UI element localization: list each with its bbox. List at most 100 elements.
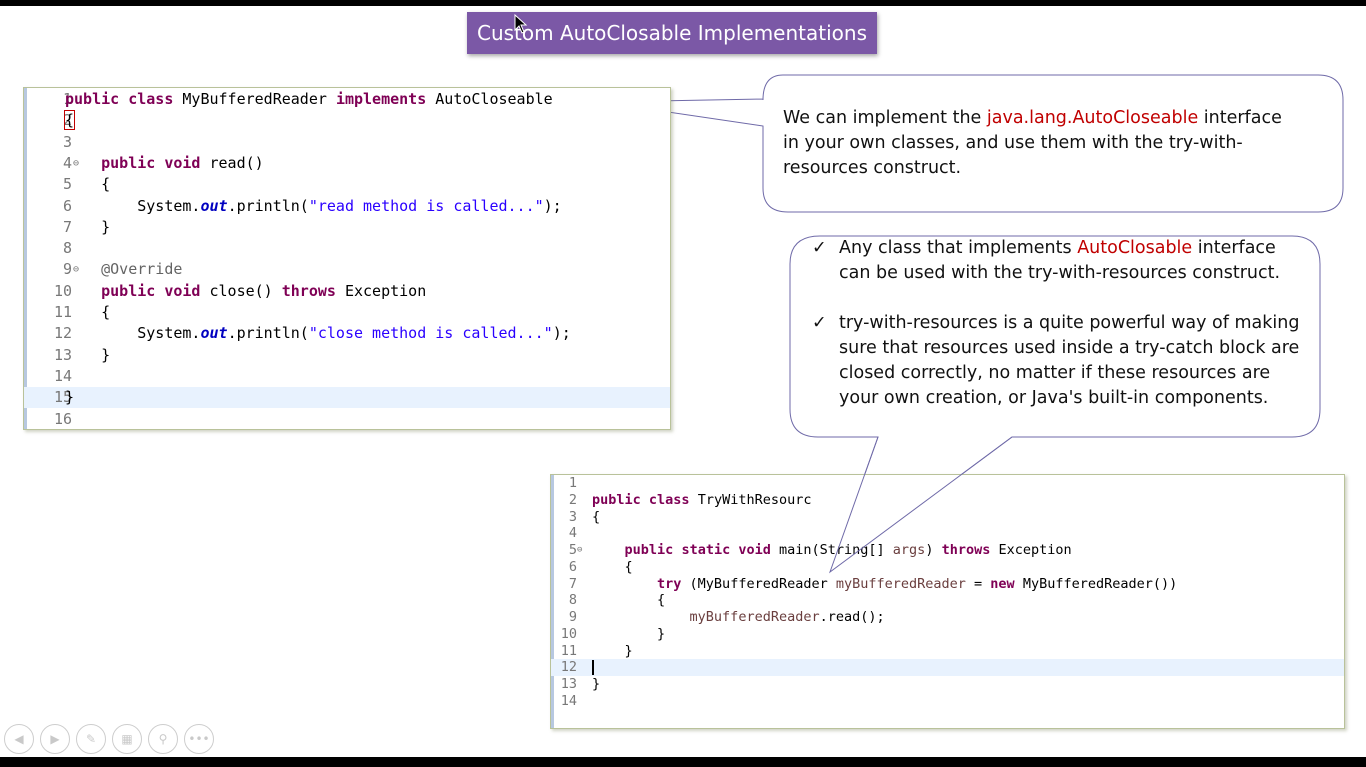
code-token: TryWithResourc: [689, 491, 812, 508]
callout-top-highlight: java.lang.AutoCloseable: [986, 108, 1199, 128]
line-number: 1: [568, 475, 577, 491]
code-line[interactable]: 9 myBufferedReader.read();: [551, 609, 1344, 626]
code-token: .println(: [227, 196, 309, 215]
code-token: .read();: [819, 609, 885, 625]
callout-top-after: interface in your own classes, and use t…: [783, 108, 1282, 178]
line-number: 6: [568, 558, 577, 575]
keyword-token: public: [592, 491, 641, 508]
code-line[interactable]: 16: [24, 409, 670, 430]
code-line[interactable]: 11 }: [551, 643, 1344, 660]
previous-slide-icon[interactable]: ◀: [4, 724, 34, 754]
line-number: 4: [62, 153, 72, 172]
keyword-token: throws: [941, 542, 991, 558]
line-number: 12: [560, 659, 577, 676]
code-line[interactable]: 8: [24, 238, 670, 259]
checkmark-icon: ✓: [812, 238, 827, 258]
fold-toggle-icon[interactable]: ⊖: [73, 157, 80, 169]
keyword-token: public: [65, 90, 120, 108]
next-slide-icon[interactable]: ▶: [40, 724, 70, 754]
line-number: 15: [53, 388, 72, 407]
code-line[interactable]: 8 {: [551, 592, 1344, 609]
annotation-token: @Override: [101, 260, 183, 279]
code-line[interactable]: 4⊖ public void read(): [24, 153, 670, 174]
line-number: 11: [560, 642, 577, 659]
code-text: }: [592, 676, 600, 693]
code-line[interactable]: 7 }: [24, 217, 670, 238]
line-number: 2: [568, 491, 577, 508]
code-line[interactable]: 11 {: [24, 302, 670, 323]
code-line[interactable]: 12: [551, 659, 1344, 676]
line-number: 7: [62, 217, 72, 236]
code-text: {: [592, 592, 665, 609]
slide-sorter-icon[interactable]: ▦: [112, 724, 142, 754]
line-number: 13: [53, 345, 72, 364]
fold-toggle-icon[interactable]: ⊖: [73, 264, 80, 276]
code-token: [155, 154, 164, 172]
code-line[interactable]: 13 }: [24, 345, 670, 366]
line-number: 14: [53, 366, 72, 385]
slideshow-navigation: ◀ ▶ ✎ ▦ ⚲ •••: [4, 724, 214, 754]
code-text: }: [65, 217, 110, 238]
field-token: out: [200, 196, 228, 215]
mouse-pointer-icon: [514, 14, 528, 34]
line-number: 11: [53, 303, 72, 321]
line-number: 13: [560, 676, 577, 692]
code-line[interactable]: 13}: [551, 676, 1344, 693]
code-token: =: [965, 575, 991, 592]
top-black-bar: [0, 0, 1366, 6]
code-token: }: [592, 625, 666, 642]
fold-toggle-icon[interactable]: ⊖: [577, 545, 583, 555]
bullet-item: ✓ Any class that implements AutoClosable…: [812, 236, 1307, 286]
code-token: [641, 492, 649, 508]
code-line[interactable]: 1: [551, 475, 1344, 492]
code-line[interactable]: 6 System.out.println("read method is cal…: [24, 196, 670, 217]
code-line[interactable]: 6 {: [551, 559, 1344, 576]
more-options-icon[interactable]: •••: [184, 724, 214, 754]
pen-icon[interactable]: ✎: [76, 724, 106, 754]
zoom-icon[interactable]: ⚲: [148, 724, 178, 754]
code-token: }: [65, 217, 111, 236]
variable-token: myBufferedReader: [689, 609, 820, 625]
code-line[interactable]: 12 System.out.println("close method is c…: [24, 323, 670, 344]
callout-bullets-text: ✓ Any class that implements AutoClosable…: [812, 236, 1307, 436]
code-line[interactable]: 5 {: [24, 174, 670, 195]
keyword-token: void: [164, 281, 201, 300]
bullet-text: try-with-resources is a quite powerful w…: [839, 313, 1300, 408]
code-token: [592, 576, 657, 592]
code-token: Exception: [335, 281, 427, 300]
code-line[interactable]: 7 try (MyBufferedReader myBufferedReader…: [551, 576, 1344, 593]
code-text: myBufferedReader.read();: [592, 609, 885, 626]
code-line[interactable]: 5⊖ public static void main(String[] args…: [551, 542, 1344, 559]
code-line[interactable]: 10 }: [551, 626, 1344, 643]
code-token: .println(: [227, 324, 309, 343]
code-line[interactable]: 15}: [24, 387, 670, 409]
bullet-item: ✓ try-with-resources is a quite powerful…: [812, 311, 1307, 411]
code-text: }: [592, 643, 633, 660]
code-text: @Override: [65, 259, 182, 280]
keyword-token: void: [738, 542, 771, 558]
keyword-token: class: [128, 90, 174, 108]
code-token: );: [552, 324, 571, 343]
code-token: Exception: [990, 542, 1072, 558]
code-token: MyBufferedReader: [173, 90, 336, 108]
code-text: try (MyBufferedReader myBufferedReader =…: [592, 576, 1177, 593]
code-line[interactable]: 14: [551, 693, 1344, 710]
code-token: (MyBufferedReader: [681, 575, 836, 592]
code-token: [65, 154, 101, 172]
code-line[interactable]: 10 public void close() throws Exception: [24, 281, 670, 302]
code-line[interactable]: 9⊖ @Override: [24, 259, 670, 280]
editor-gutter: [24, 88, 27, 429]
line-number: 2: [62, 111, 72, 130]
code-line[interactable]: 14: [24, 366, 670, 387]
code-line[interactable]: 3{: [551, 509, 1344, 526]
code-token: {: [65, 303, 111, 321]
code-line[interactable]: 4: [551, 525, 1344, 542]
code-line[interactable]: 2{: [24, 110, 670, 131]
line-number: 12: [53, 324, 72, 343]
code-line[interactable]: 3: [24, 132, 670, 153]
code-token: {: [592, 592, 666, 609]
